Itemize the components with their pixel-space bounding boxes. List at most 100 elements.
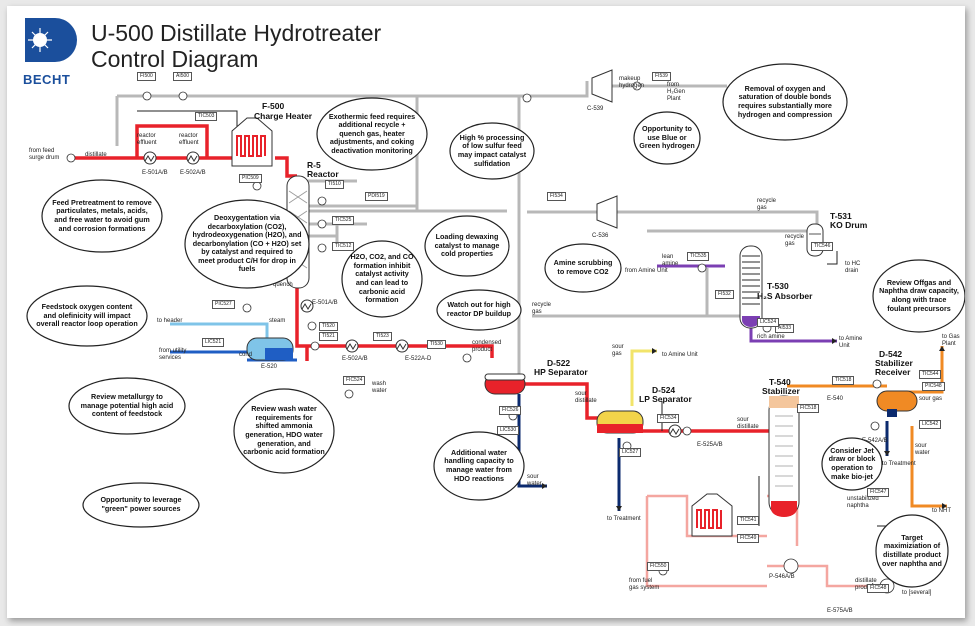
tag-ti520: TI520 — [319, 322, 338, 331]
label-rich-amine: rich amine — [757, 334, 785, 340]
label-reactor-eff1: reactor effluent — [137, 133, 157, 146]
callout-reactor-dp: Watch out for high reactor DP buildup — [446, 300, 512, 318]
instrument-bubbles — [66, 81, 895, 594]
label-d542b: Stabilizer — [875, 358, 913, 368]
label-d524b: LP Separator — [639, 394, 692, 404]
callout-target-distillate: Target maximiziation of distillate produ… — [882, 532, 942, 568]
callout-oxygen-removal: Removal of oxygen and saturation of doub… — [737, 83, 833, 119]
tag-fic534: FIC534 — [657, 414, 680, 423]
tag-pic527: PIC527 — [212, 300, 235, 309]
tag-tic525: TIC525 — [332, 216, 355, 225]
label-p546: P-546A/B — [769, 574, 795, 580]
tag-pic548: PIC548 — [922, 382, 945, 391]
label-r500: R-5 — [307, 160, 321, 170]
stabilizer-t540 — [768, 395, 800, 517]
label-makeup: makeup hydrogen — [619, 76, 645, 89]
tag-fic526: FIC526 — [499, 406, 522, 415]
tag-fic549: FIC549 — [737, 534, 760, 543]
tag-fic550: FIC550 — [647, 562, 670, 571]
label-d524: D-524 — [652, 385, 676, 395]
hp-separator-d522 — [484, 373, 526, 395]
label-t530b: H₂S Absorber — [757, 291, 813, 301]
steam-generator-e520 — [246, 337, 294, 361]
label-e522: E-522A-D — [405, 356, 432, 362]
label-f500: F-500 — [262, 101, 285, 111]
label-dist-prod: distillate product — [855, 578, 877, 591]
label-recycle-gas3: recycle gas — [532, 302, 552, 315]
callout-co2-formation: H2O, CO2, and CO formation inhibit catal… — [350, 252, 414, 305]
label-c539: C-539 — [587, 106, 604, 112]
tag-fic548: FIC548 — [867, 584, 890, 593]
callout-dewaxing: Loading dewaxing catalyst to manage cold… — [434, 232, 500, 259]
tag-tic535: TIC535 — [687, 252, 710, 261]
label-unstab: unstabilized naphtha — [847, 496, 879, 509]
label-recycle-gas2: recycle gas — [785, 234, 805, 247]
label-to-treat: to Treatment — [607, 516, 641, 522]
label-to-several: to [several] — [902, 590, 932, 596]
label-to-amine2: to Amine Unit — [839, 336, 863, 349]
tag-lic521: LIC521 — [202, 338, 225, 347]
label-from-amine: from Amine Unit — [625, 268, 668, 274]
label-e540: E-540 — [827, 396, 844, 402]
label-e525: E-525A/B — [697, 442, 723, 448]
title-line-1: U-500 Distillate Hydrotreater — [91, 20, 382, 46]
callout-deoxygenation: Deoxygentation via decarboxylation (CO2)… — [192, 212, 302, 274]
callout-feedstock-oxygen: Feedstock oxygen content and olefinicity… — [36, 302, 138, 329]
tag-fi532: FI532 — [715, 290, 734, 299]
callout-blue-green-h2: Opportunity to use Blue or Green hydroge… — [639, 124, 695, 151]
label-quench: quench — [273, 282, 293, 288]
label-sour-gas: sour gas — [612, 344, 624, 357]
logo-text: BECHT — [23, 72, 71, 87]
tag-tic541: TIC541 — [737, 516, 760, 525]
compressors — [591, 69, 618, 229]
label-cond-prod: condensed product — [472, 340, 502, 353]
reboiler-heater — [691, 493, 733, 537]
label-cond: cond — [239, 352, 253, 358]
label-sour-gas2: sour gas — [919, 396, 943, 402]
label-to-treat2: to Treatment — [882, 461, 916, 467]
charge-heater-f500 — [231, 117, 273, 167]
exchangers-feed — [143, 151, 682, 438]
tag-ti510: TI510 — [325, 180, 344, 189]
label-recycle-gas: recycle gas — [757, 198, 777, 211]
label-e502r: E-502A/B — [342, 356, 368, 362]
diagram-title: U-500 Distillate Hydrotreater Control Di… — [91, 20, 381, 72]
tag-pdi519: PDI519 — [365, 192, 388, 201]
tag-ti523: TI523 — [373, 332, 392, 341]
callout-wash-water: Review wash water requirements for shift… — [243, 404, 325, 457]
label-e575: E-575A/B — [827, 608, 853, 614]
tag-fi500: FI500 — [137, 72, 156, 81]
callout-exothermic-feed: Exothermic feed requires additional recy… — [328, 111, 416, 155]
label-to-gas: to Gas Plant — [942, 334, 960, 347]
callout-metallurgy: Review metallurgy to manage potential hi… — [80, 392, 174, 419]
receiver-d542 — [876, 390, 918, 417]
callout-feed-pretreatment: Feed Pretreatment to remove particulates… — [52, 197, 152, 233]
label-d522: D-522 — [547, 358, 571, 368]
label-distillate: distillate — [85, 152, 107, 158]
label-f500b: Charge Heater — [254, 111, 313, 121]
tag-fic518: FIC518 — [797, 404, 820, 413]
callout-offgas-review: Review Offgas and Naphtha draw capacity,… — [879, 277, 959, 313]
tag-fic524: FIC524 — [343, 376, 366, 385]
label-sour-water: sour water — [527, 474, 542, 487]
callout-low-sulfur: High % processing of low sulfur feed may… — [457, 132, 527, 168]
label-to-amine: to Amine Unit — [662, 352, 698, 358]
callout-green-power: Opportunity to leverage "green" power so… — [100, 495, 182, 513]
absorber-t530 — [739, 245, 763, 329]
label-e502: E-502A/B — [180, 170, 206, 176]
label-t531b: KO Drum — [830, 220, 868, 230]
becht-logo — [25, 18, 77, 62]
heater-lines — [645, 494, 877, 588]
tag-ti530: TI530 — [427, 340, 446, 349]
label-reactor-eff2: reactor effluent — [179, 133, 199, 146]
tag-lic524: LIC524 — [757, 318, 780, 327]
diagram-sheet: U-500 Distillate Hydrotreater Control Di… — [7, 6, 965, 618]
label-t540: T-540 — [769, 377, 791, 387]
title-line-2: Control Diagram — [91, 46, 259, 72]
tag-ai500: AI500 — [173, 72, 193, 81]
label-c536: C-536 — [592, 233, 609, 239]
label-from-fuel: from fuel gas system — [629, 578, 660, 591]
tag-tic546: TIC546 — [811, 242, 834, 251]
label-from-h2: from H₂Gen Plant — [667, 82, 686, 102]
tag-lic530: LIC530 — [497, 426, 520, 435]
